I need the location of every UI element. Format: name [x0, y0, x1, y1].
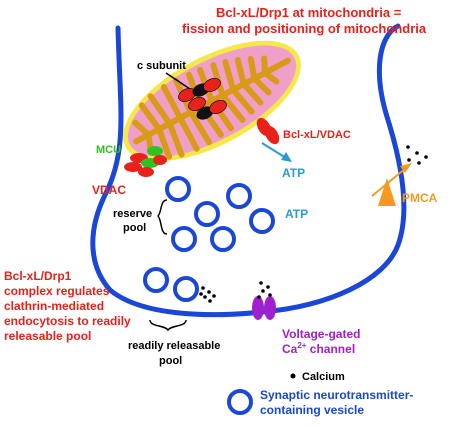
pmca-arrow-shaft — [371, 167, 407, 197]
c-subunit-cluster — [178, 78, 227, 120]
readily-releasable-label-2: pool — [159, 355, 182, 367]
legend-calcium-dot — [290, 373, 296, 379]
reserve-pool-label-1: reserve — [113, 208, 152, 220]
complex-text-2: complex regulates — [4, 284, 110, 298]
c-subunit-label: c subunit — [137, 60, 186, 72]
voltage-gated-channel: channel — [306, 342, 355, 356]
voltage-gated-ca: Ca — [282, 342, 298, 356]
atp-label-top: ATP — [282, 166, 305, 180]
vesicle — [173, 276, 199, 302]
calcium-ions-channel — [257, 281, 272, 299]
calcium-ions-vesicle — [199, 286, 216, 303]
mcu-label: MCU — [96, 144, 121, 156]
vdac-label: VDAC — [92, 183, 126, 197]
voltage-gated-sup: 2+ — [297, 341, 306, 350]
title-line-1: Bcl-xL/Drp1 at mitochondria = — [216, 5, 402, 20]
reserve-pool-vesicles — [165, 176, 275, 252]
calcium-label: Calcium — [302, 371, 345, 383]
atp-export-arrow — [261, 142, 287, 159]
vesicle — [210, 226, 236, 252]
mitochondrion — [123, 40, 301, 162]
calcium-ions-pmca — [406, 145, 428, 165]
c-subunit-pointer — [165, 72, 191, 90]
bclxl-vdac-label: Bcl-xL/VDAC — [283, 129, 351, 141]
reserve-pool-brace — [156, 199, 168, 235]
legend-vesicle-label-2: containing vesicle — [260, 403, 364, 417]
readily-releasable-vesicles — [143, 267, 199, 302]
pmca-label: PMCA — [402, 191, 438, 205]
atp-label-mid: ATP — [285, 207, 308, 221]
pmca-pump — [378, 178, 396, 206]
vesicle — [194, 201, 220, 227]
reserve-pool-label-2: pool — [123, 222, 146, 234]
vesicle — [171, 226, 197, 252]
atp-arrowhead — [281, 152, 292, 162]
vesicle — [143, 267, 169, 293]
legend-vesicle-label-1: Synaptic neurotransmitter- — [260, 388, 413, 402]
voltage-gated-label-1: Voltage-gated — [282, 327, 360, 341]
readily-releasable-label-1: readily releasable — [128, 340, 220, 352]
complex-text-4: endocytosis to readily — [4, 314, 131, 328]
voltage-gated-calcium-channel — [252, 296, 276, 320]
mcu-vdac-cluster — [124, 146, 167, 177]
vesicle — [165, 176, 191, 202]
complex-text-1: Bcl-xL/Drp1 — [4, 269, 72, 283]
pmca-arrowhead — [400, 163, 412, 173]
title-line-2: fission and positioning of mitochondria — [182, 21, 427, 36]
vesicle — [249, 208, 275, 234]
legend-vesicle-icon — [227, 389, 253, 415]
voltage-gated-label-2: Ca2+ channel — [282, 341, 355, 356]
complex-text-5: releasable pool — [4, 329, 91, 343]
readily-releasable-pool-brace — [149, 319, 187, 332]
bclxl-vdac-complex — [256, 117, 280, 145]
complex-text-3: clathrin-mediated — [4, 299, 104, 313]
vesicle — [226, 183, 252, 209]
